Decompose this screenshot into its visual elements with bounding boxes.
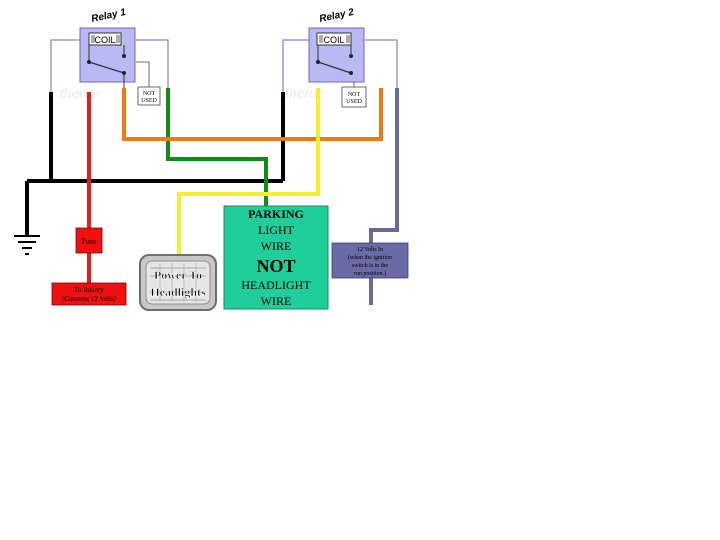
fuse-label: Fuse xyxy=(81,237,97,246)
ignition-line-1: 12 Volts In xyxy=(357,247,383,253)
yellow-wire xyxy=(177,88,320,254)
battery-line-2: (Constant 12 Volts) xyxy=(62,295,117,303)
relay-1-note-1: NOT xyxy=(143,91,156,97)
watermark: theruv theruv xyxy=(60,85,325,101)
relay-2: Relay 2 COIL NOT USED xyxy=(282,7,398,108)
black-wire xyxy=(25,92,285,235)
relay-2-coil xyxy=(316,32,352,46)
relay-2-switch-arm xyxy=(317,61,352,74)
parking-light-box: PARKING LIGHT WIRE NOT HEADLIGHT WIRE xyxy=(223,205,329,310)
relay-1-note-2: USED xyxy=(141,98,157,104)
relay-1-coil-label: COIL xyxy=(94,35,115,45)
parking-line-3: WIRE xyxy=(261,239,292,253)
green-wire xyxy=(166,88,268,206)
battery-box: To Battery (Constant 12 Volts) xyxy=(51,282,127,306)
relay-2-note-2: USED xyxy=(346,99,362,105)
relay-2-title: Relay 2 xyxy=(318,7,355,25)
relay-1-switch-arm xyxy=(88,61,125,74)
relay-1-title: Relay 1 xyxy=(90,7,127,25)
parking-line-1: PARKING xyxy=(248,207,304,221)
ignition-line-4: run position.) xyxy=(354,270,386,277)
ignition-box: 12 Volts In (when the ignition switch is… xyxy=(331,242,409,279)
relay-2-note-1: NOT xyxy=(348,92,361,98)
parking-line-5: HEADLIGHT xyxy=(241,278,311,292)
orange-wire xyxy=(122,88,383,141)
battery-line-1: To Battery xyxy=(74,286,104,294)
fuse: Fuse xyxy=(75,227,103,254)
svg-text:theruv: theruv xyxy=(285,85,325,101)
ignition-line-3: switch is in the xyxy=(352,263,389,269)
headlight: Power To Headlights xyxy=(139,254,217,311)
relay-2-coil-label: COIL xyxy=(323,35,344,45)
parking-line-6: WIRE xyxy=(261,294,292,308)
svg-text:theruv: theruv xyxy=(60,85,100,101)
ignition-line-2: (when the ignition xyxy=(348,254,392,261)
ground-icon xyxy=(14,235,40,255)
relay-1-coil xyxy=(88,32,122,46)
parking-line-4: NOT xyxy=(256,256,295,276)
headlight-line-2: Headlights xyxy=(150,285,206,299)
parking-line-2: LIGHT xyxy=(258,223,295,237)
headlight-line-1: Power To xyxy=(154,268,202,282)
